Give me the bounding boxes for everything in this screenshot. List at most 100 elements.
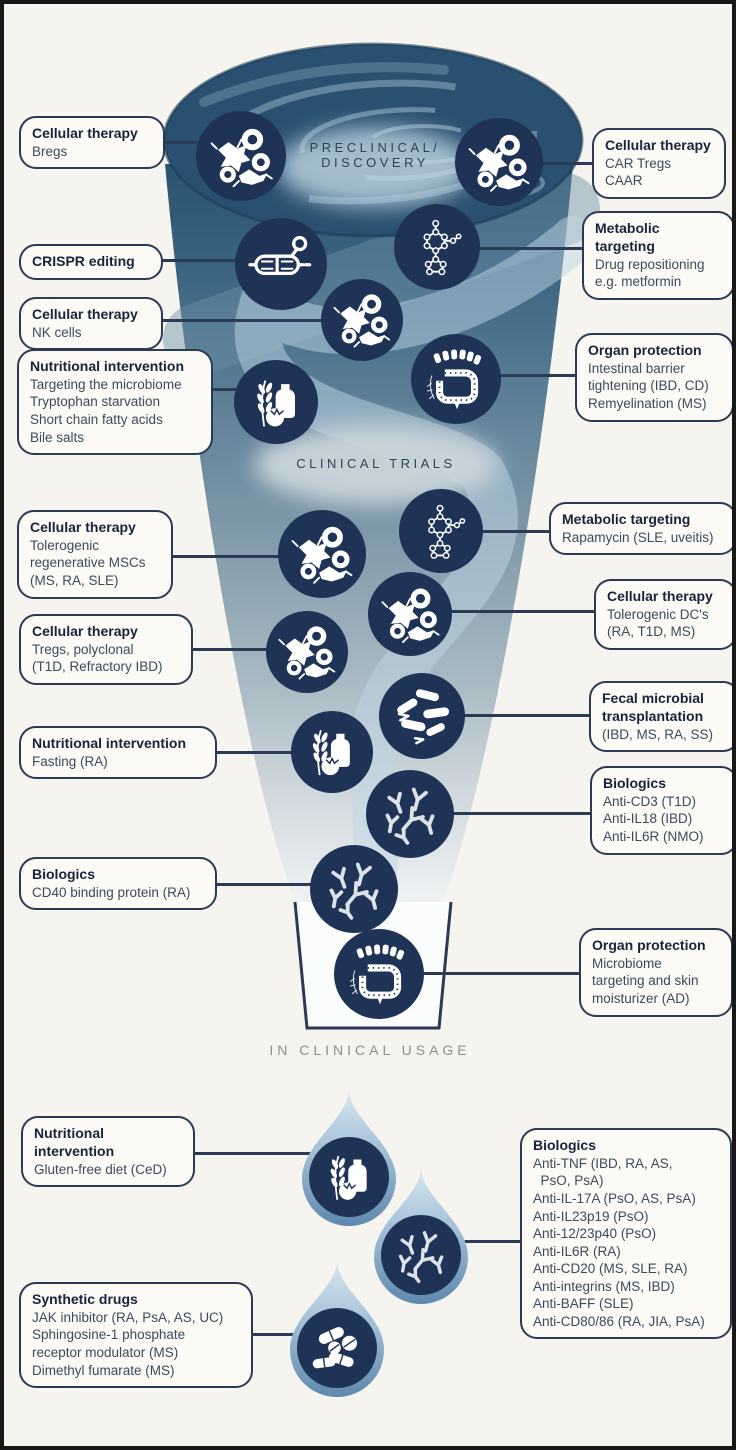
fasting-circle	[291, 711, 373, 793]
callout-nutritional-fasting: Nutritional intervention Fasting (RA)	[19, 726, 217, 780]
callout-title: Cellular therapy	[30, 519, 136, 535]
callout-title: Metabolic targeting	[562, 511, 691, 527]
callout-lines: Tolerogenic DC's(RA, T1D, MS)	[607, 606, 709, 640]
food-nutrition-icon	[302, 722, 361, 781]
connector-line	[457, 1240, 520, 1243]
callout-lines: Bregs	[32, 143, 68, 159]
callout-lines: Anti-TNF (IBD, RA, AS, PsO, PsA)Anti-IL-…	[533, 1155, 705, 1329]
antibody-icon	[322, 857, 385, 920]
connector-line	[446, 610, 594, 613]
callout-title: Biologics	[32, 866, 96, 882]
callout-title: Nutritional intervention	[30, 358, 184, 374]
callout-biologics-cd40: Biologics CD40 binding protein (RA)	[19, 857, 217, 911]
organ-protection-circle	[411, 334, 501, 424]
callout-title: Cellular therapy	[32, 623, 138, 639]
callout-title: Cellular therapy	[605, 137, 711, 153]
fecal-transplant-circle	[379, 673, 465, 759]
callout-nutritional-gluten-free: Nutritional intervention Gluten-free die…	[21, 1116, 195, 1188]
rapamycin-circle	[399, 489, 483, 573]
immune-cells-icon	[209, 124, 274, 189]
msc-circle	[278, 510, 366, 598]
cd40-circle	[310, 845, 398, 933]
connector-line	[214, 883, 319, 886]
callout-cellular-therapy-dc: Cellular therapy Tolerogenic DC's(RA, T1…	[594, 579, 732, 650]
stage-label-in-clinical-usage: IN CLINICAL USAGE	[269, 1042, 471, 1058]
callout-lines: JAK inhibitor (RA, PsA, AS, UC)Sphingosi…	[32, 1309, 224, 1378]
tregs-polyclonal-circle	[266, 611, 348, 693]
callout-title: Cellular therapy	[32, 306, 138, 322]
stage-label-clinical-trials: CLINICAL TRIALS	[296, 456, 456, 471]
bregs-circle	[196, 111, 286, 201]
callout-lines: Rapamycin (SLE, uveitis)	[562, 529, 714, 545]
callout-lines: (IBD, MS, RA, SS)	[602, 726, 714, 742]
crispr-dna-icon	[248, 231, 314, 297]
callout-title: Synthetic drugs	[32, 1291, 138, 1307]
intestine-icon	[347, 942, 412, 1007]
drug-molecule-icon	[411, 501, 471, 561]
callout-title: Organ protection	[588, 342, 702, 358]
connector-line	[250, 1333, 305, 1336]
connector-line	[154, 319, 334, 322]
pills-icon	[308, 1319, 366, 1377]
callout-cellular-therapy-nk: Cellular therapy NK cells	[19, 297, 163, 351]
callout-title: Metabolic targeting	[595, 220, 660, 254]
connector-line	[460, 714, 589, 717]
connector-line	[448, 812, 590, 815]
callout-lines: Tregs, polyclonal(T1D, Refractory IBD)	[32, 641, 163, 675]
callout-metabolic-rapamycin: Metabolic targeting Rapamycin (SLE, uvei…	[549, 502, 732, 556]
food-nutrition-icon	[320, 1148, 378, 1206]
callout-title: Biologics	[533, 1137, 597, 1153]
callout-cellular-therapy-tregs: Cellular therapy Tregs, polyclonal(T1D, …	[19, 614, 193, 685]
callout-biologics-trials: Biologics Anti-CD3 (T1D)Anti-IL18 (IBD)A…	[590, 766, 732, 855]
connector-line	[536, 162, 592, 165]
callout-synthetic-drugs: Synthetic drugs JAK inhibitor (RA, PsA, …	[19, 1282, 253, 1389]
callout-lines: Gluten-free diet (CeD)	[34, 1161, 167, 1177]
callout-lines: Anti-CD3 (T1D)Anti-IL18 (IBD)Anti-IL6R (…	[603, 793, 704, 844]
gluten-free-circle	[309, 1137, 389, 1217]
callout-lines: NK cells	[32, 324, 82, 340]
immune-cells-icon	[332, 290, 391, 349]
immune-cells-icon	[290, 522, 353, 585]
drug-molecule-icon	[406, 216, 468, 278]
callout-cellular-therapy-bregs: Cellular therapy Bregs	[19, 116, 165, 170]
synthetic-drugs-circle	[297, 1308, 377, 1388]
connector-line	[418, 972, 579, 975]
connector-line	[474, 247, 582, 250]
callout-title: Cellular therapy	[607, 588, 713, 604]
callout-title: Nutritional intervention	[34, 1125, 115, 1159]
stage-label-preclinical: PRECLINICAL/ DISCOVERY	[309, 140, 441, 170]
connector-line	[496, 374, 575, 377]
nk-cells-circle	[321, 279, 403, 361]
callout-lines: CD40 binding protein (RA)	[32, 884, 191, 900]
crispr-circle	[235, 218, 327, 310]
callout-nutritional-intervention-preclinical: Nutritional intervention Targeting the m…	[17, 349, 213, 456]
immune-cells-icon	[277, 622, 336, 681]
antibody-icon	[392, 1226, 450, 1284]
connector-line	[157, 259, 247, 262]
connector-line	[214, 751, 299, 754]
metformin-circle	[394, 204, 480, 290]
callout-title: Cellular therapy	[32, 125, 138, 141]
connector-line	[159, 141, 209, 144]
nutrition-preclinical-circle	[234, 360, 318, 444]
connector-line	[166, 555, 291, 558]
connector-line	[184, 1152, 319, 1155]
callout-lines: Fasting (RA)	[32, 753, 108, 769]
connector-line	[200, 388, 248, 391]
callout-title: Nutritional intervention	[32, 735, 186, 751]
microbiome-circle	[334, 929, 424, 1019]
callout-biologics-usage: Biologics Anti-TNF (IBD, RA, AS, PsO, Ps…	[520, 1128, 732, 1340]
car-tregs-circle	[455, 118, 543, 206]
biologics-trials-circle	[366, 770, 454, 858]
antibody-icon	[378, 782, 441, 845]
